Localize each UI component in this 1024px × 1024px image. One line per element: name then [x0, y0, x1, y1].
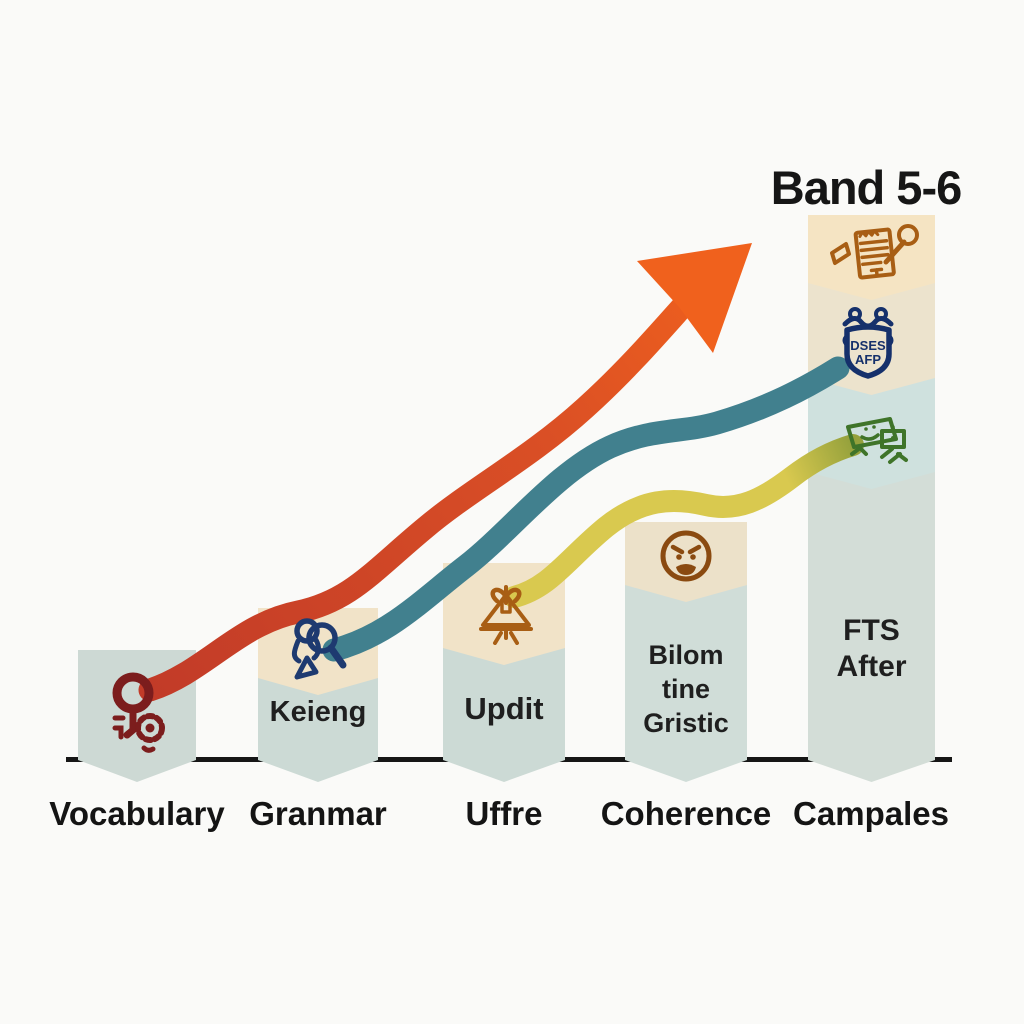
arrowhead-icon: [637, 243, 752, 353]
bar-vocabulary: [78, 650, 196, 782]
axis-label-campales: Campales: [793, 795, 949, 832]
axis-label-uffre: Uffre: [465, 795, 543, 832]
bar-tag: Bilom tine Gristic: [643, 640, 729, 738]
badge-text-line: DSES: [850, 338, 886, 353]
arrow-red-curve: [138, 294, 695, 702]
axis-label-coherence: Coherence: [600, 795, 772, 832]
bar-granmar: Keieng: [258, 608, 378, 782]
bar-tag: Keieng: [269, 696, 367, 728]
bar-campales: DSES AFP FTS After: [808, 215, 935, 782]
easel-icon: [479, 585, 533, 645]
arrow-teal-curve: [322, 356, 850, 662]
device-doodle-icon: [846, 417, 908, 464]
chart-title: Band 5-6: [770, 161, 963, 214]
notepad-pen-icon: [830, 224, 919, 280]
angry-face-icon: [660, 530, 712, 582]
bar-tag: FTS After: [836, 614, 907, 683]
badge-icon: DSES AFP: [842, 307, 894, 379]
axis-label-granmar: Granmar: [249, 795, 387, 832]
person-magnifier-icon: [291, 618, 347, 680]
key-gear-icon: [112, 672, 165, 753]
bar-uffre: Updit: [443, 563, 565, 782]
bar-coherence: Bilom tine Gristic: [625, 522, 747, 782]
axis-label-vocabulary: Vocabulary: [49, 795, 225, 832]
bar-tag: Updit: [464, 691, 544, 726]
badge-text-line: AFP: [855, 352, 881, 367]
